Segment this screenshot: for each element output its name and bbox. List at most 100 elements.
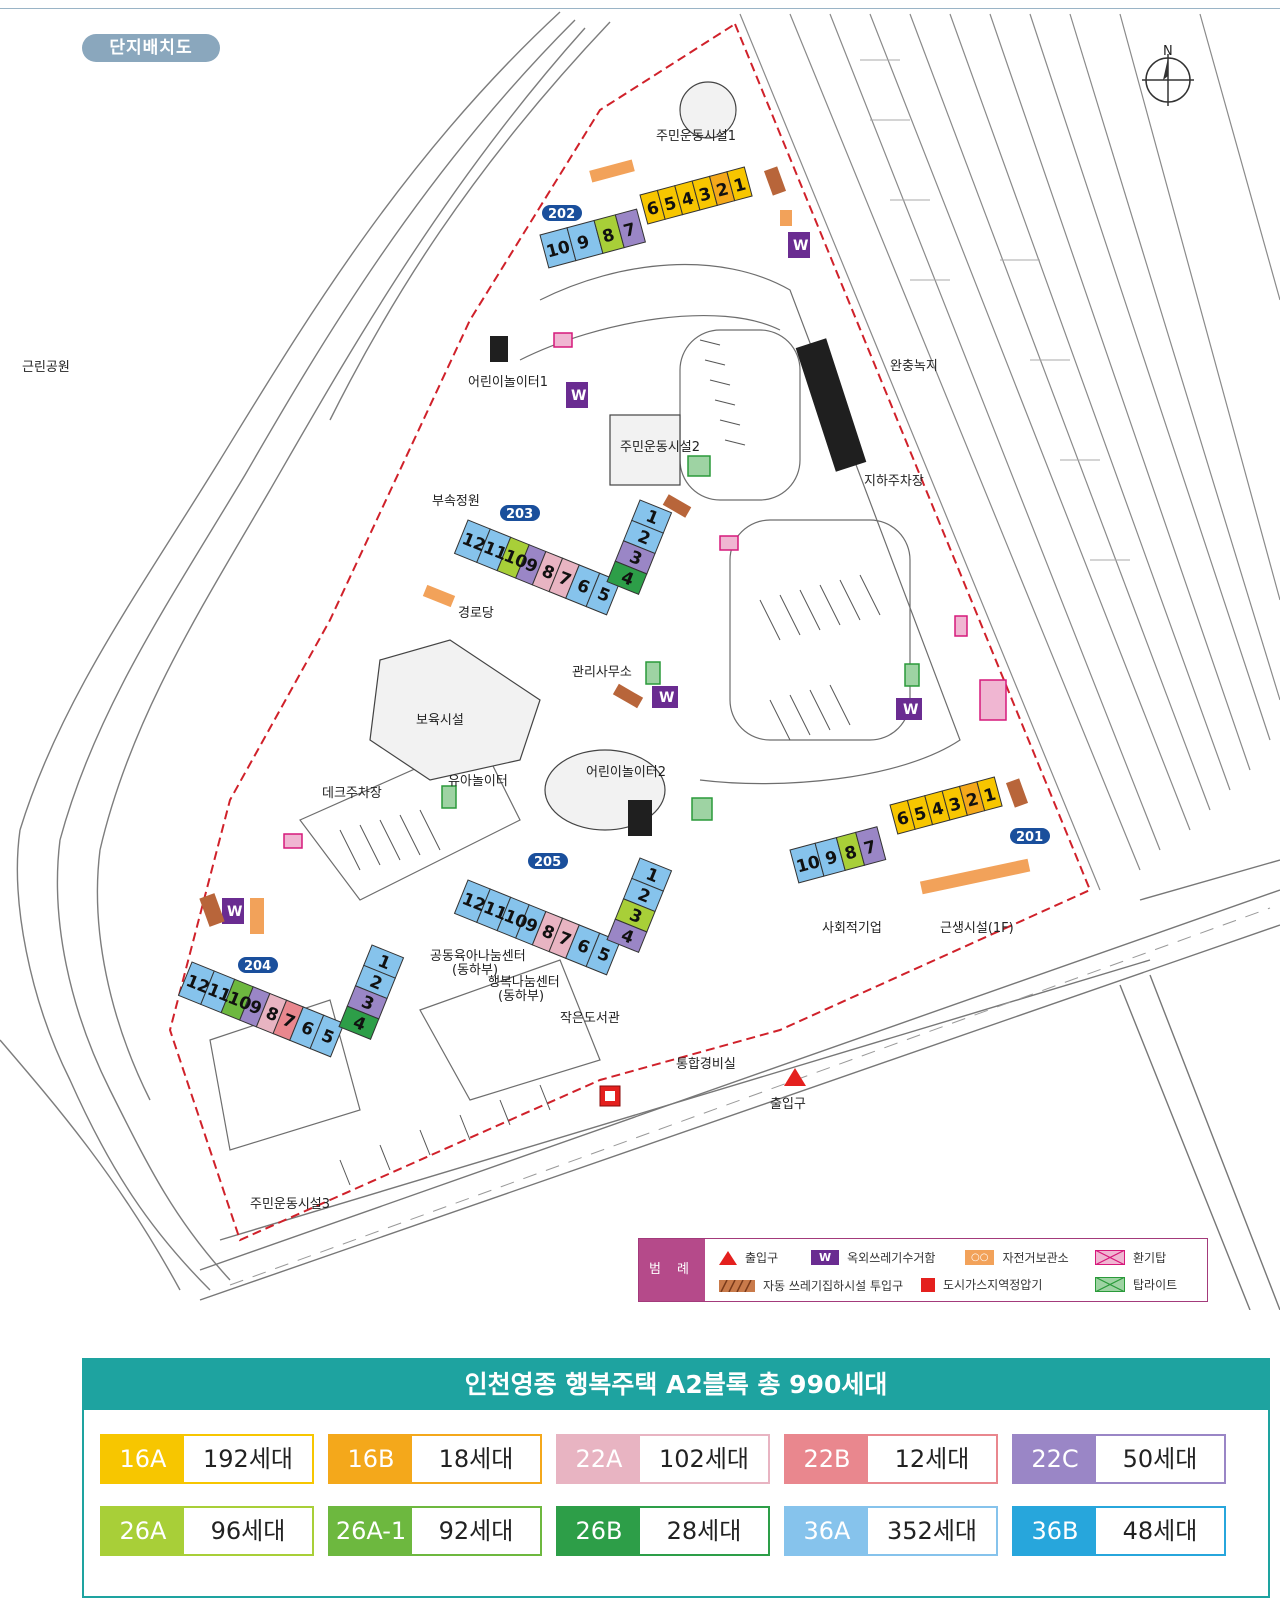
building-202: 10 9 8 7 6 5 4 3 2 1 202 — [539, 166, 753, 269]
unit-type-chip: 26A-1 92세대 — [328, 1506, 542, 1556]
label-infant-play: 유아놀이터 — [448, 774, 508, 789]
unit-label: 5 — [662, 193, 679, 215]
label-community-care: 공동육아나눔센터 — [430, 949, 526, 964]
unit-label: 8 — [843, 842, 860, 864]
green-x-icon — [1095, 1277, 1125, 1292]
waste-mark: W — [227, 904, 242, 920]
entrance-marker — [784, 1068, 806, 1086]
label-park: 근린공원 — [22, 360, 70, 375]
legend-heading: 범 례 — [639, 1239, 705, 1301]
label-happy-sharing: 행복나눔센터 — [488, 974, 560, 990]
unit-type-label: 26A — [102, 1508, 184, 1554]
unit-label: 5 — [912, 803, 929, 825]
legend-label: 도시가스지역정압기 — [943, 1278, 1043, 1292]
label-deck-parking: 데크주차장 — [322, 786, 382, 801]
building-no-badge — [542, 205, 582, 221]
building-no-badge — [528, 853, 568, 869]
label-daycare: 보육시설 — [416, 713, 464, 728]
unit-label: 2 — [714, 179, 731, 201]
label-entrance: 출입구 — [770, 1097, 806, 1112]
unit-label: 1 — [732, 175, 749, 197]
building-201: 10 9 8 7 6 5 4 3 2 1 201 — [789, 776, 1050, 884]
label-playground2: 어린이놀이터2 — [586, 765, 666, 780]
unit-type-label: 16A — [102, 1436, 184, 1482]
waste-mark: W — [571, 388, 586, 404]
building-no: 204 — [244, 959, 271, 974]
label-senior-center: 경로당 — [458, 606, 494, 621]
label-happy-sharing-sub: (동하부) — [498, 989, 544, 1004]
unit-type-count: 28세대 — [666, 1517, 742, 1545]
unit-type-label: 22C — [1014, 1436, 1096, 1482]
unit-type-chip: 26B 28세대 — [556, 1506, 770, 1556]
top-lights — [441, 455, 920, 821]
unit-type-label: 26A-1 — [330, 1508, 412, 1554]
hatched-bar-icon — [719, 1279, 755, 1292]
unit-type-count: 92세대 — [438, 1517, 514, 1545]
unit-label: 7 — [622, 219, 639, 241]
unit-label: 3 — [697, 184, 714, 206]
compass-icon — [1142, 54, 1194, 106]
map-legend: 범 례 출입구 W 옥외쓰레기수거함 ○○ 자전거보관소 환기탑 자동 쓰레기집… — [638, 1238, 1208, 1302]
unit-label: 9 — [575, 232, 592, 254]
label-sports1: 주민운동시설1 — [656, 129, 736, 144]
unit-type-chip: 22B 12세대 — [784, 1434, 998, 1484]
legend-item-entrance: 출입구 — [719, 1249, 778, 1266]
unit-type-label: 36A — [786, 1508, 868, 1554]
label-underground-parking: 지하주차장 — [864, 474, 924, 489]
waste-w-icon: W — [652, 686, 678, 708]
legend-item-auto-waste: 자동 쓰레기집하시설 투입구 — [719, 1277, 903, 1294]
label-buffer-green: 완충녹지 — [890, 359, 938, 374]
legend-item-gas-regulator: 도시가스지역정압기 — [921, 1276, 1042, 1293]
label-community-care-sub: (동하부) — [452, 963, 498, 978]
label-playground1: 어린이놀이터1 — [468, 375, 548, 390]
label-management-office: 관리사무소 — [572, 665, 632, 680]
main-road — [199, 859, 1280, 1310]
top-rule — [0, 8, 1280, 9]
summary-title: 인천영종 행복주택 A2블록 총 990세대 — [84, 1360, 1268, 1410]
waste-mark: W — [659, 690, 674, 706]
unit-label: 4 — [679, 189, 696, 211]
auto-waste-inlets — [199, 166, 1029, 927]
legend-label: 탑라이트 — [1133, 1278, 1178, 1292]
underground-parking-ramp — [795, 338, 867, 472]
ventilation-towers — [283, 332, 1007, 849]
unit-label: 9 — [823, 847, 840, 869]
unit-type-count: 12세대 — [894, 1445, 970, 1473]
legend-label: 자동 쓰레기집하시설 투입구 — [763, 1279, 904, 1293]
unit-label: 6 — [895, 808, 912, 830]
playground2-structure — [628, 800, 652, 836]
building-no-badge — [500, 505, 540, 521]
label-social-enterprise: 사회적기업 — [822, 921, 882, 936]
unit-label: 1 — [982, 785, 999, 807]
red-triangle-icon — [719, 1250, 737, 1265]
waste-w-icon: W — [566, 382, 588, 408]
unit-type-label: 22A — [558, 1436, 640, 1482]
playground1-structure — [490, 336, 508, 362]
waste-w-icon: W — [896, 698, 922, 720]
legend-item-ventilation: 환기탑 — [1095, 1249, 1166, 1266]
unit-label: 3 — [947, 794, 964, 816]
waste-w-icon: W — [222, 898, 244, 924]
unit-type-label: 26B — [558, 1508, 640, 1554]
rail-ties — [860, 59, 1130, 561]
bicycle-storage — [250, 159, 1031, 934]
building-no: 205 — [534, 855, 561, 870]
legend-label: 옥외쓰레기수거함 — [847, 1251, 936, 1265]
unit-label: 2 — [964, 789, 981, 811]
label-sports2: 주민운동시설2 — [620, 440, 700, 455]
railway-lines — [739, 13, 1280, 891]
building-no-badge — [1010, 828, 1050, 844]
waste-mark: W — [903, 702, 918, 718]
map-title: 단지배치도 — [82, 34, 220, 62]
unit-type-label: 22B — [786, 1436, 868, 1482]
label-sports3: 주민운동시설3 — [250, 1197, 330, 1212]
label-retail: 근생시설(1F) — [940, 921, 1014, 936]
building-205: 12 11 10 9 8 7 6 5 1 2 3 4 205 — [453, 853, 673, 976]
